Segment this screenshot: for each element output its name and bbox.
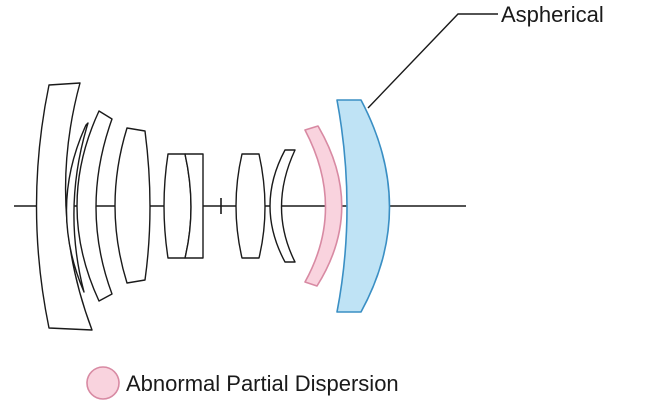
lens-element-8 xyxy=(269,149,296,263)
legend-label: Abnormal Partial Dispersion xyxy=(126,371,399,396)
lens-element-4 xyxy=(114,127,151,284)
lens-element-1 xyxy=(35,82,93,331)
lens-element-2 xyxy=(65,122,89,293)
lens-element-9-abnormal-dispersion xyxy=(304,125,343,287)
lens-element-7 xyxy=(235,153,266,259)
lens-element-10-aspherical xyxy=(336,99,391,313)
lens-element-5 xyxy=(163,153,192,259)
lens-element-3 xyxy=(76,110,113,302)
legend-swatch-abnormal-dispersion xyxy=(86,366,120,400)
lens-element-6 xyxy=(184,153,204,259)
aspherical-label: Aspherical xyxy=(501,2,604,27)
aspherical-leader-line xyxy=(367,13,498,109)
